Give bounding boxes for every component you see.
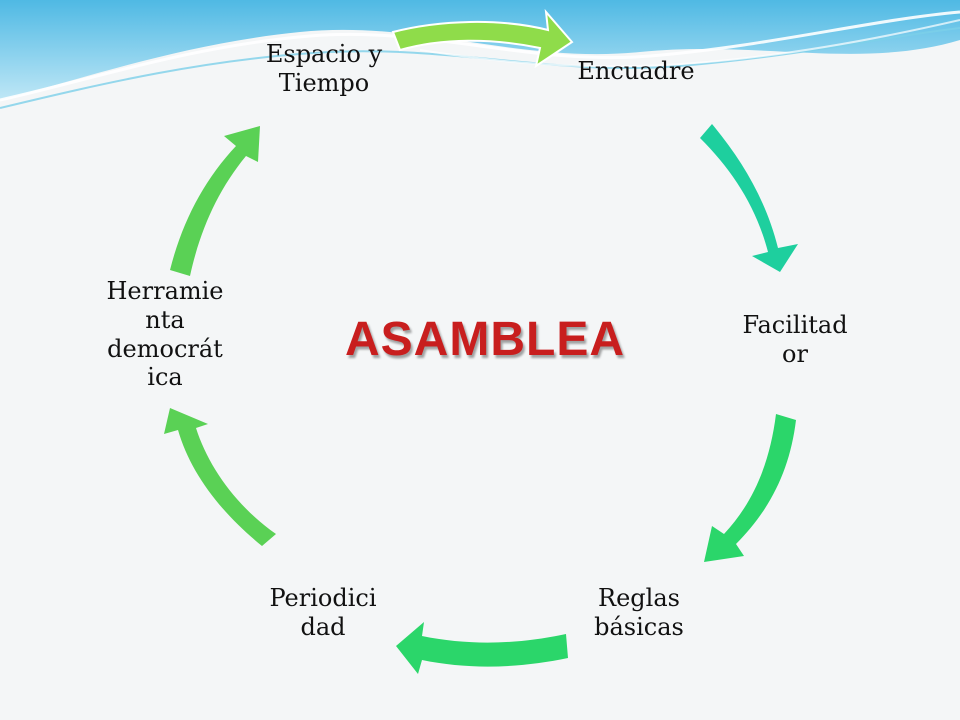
- node-herramienta-democratica: Herramie nta democrát ica: [106, 277, 224, 392]
- cycle-arrows: [164, 8, 798, 674]
- arrow-periodicidad-to-herramienta: [164, 408, 276, 546]
- node-encuadre: Encuadre: [577, 57, 695, 85]
- node-reglas-basicas: Reglas básicas: [594, 584, 684, 641]
- node-facilitador: Facilitad or: [742, 311, 848, 368]
- arrow-facilitador-to-reglas: [704, 414, 796, 562]
- arrow-espacio-to-encuadre: [391, 8, 574, 69]
- arrow-reglas-to-periodicidad: [396, 622, 568, 674]
- node-periodicidad: Periodici dad: [269, 584, 377, 641]
- node-espacio-tiempo: Espacio y Tiempo: [265, 40, 383, 97]
- diagram-title: ASAMBLEA: [345, 313, 625, 366]
- arrow-herramienta-to-espacio: [170, 126, 260, 276]
- arrow-encuadre-to-facilitador: [700, 124, 798, 272]
